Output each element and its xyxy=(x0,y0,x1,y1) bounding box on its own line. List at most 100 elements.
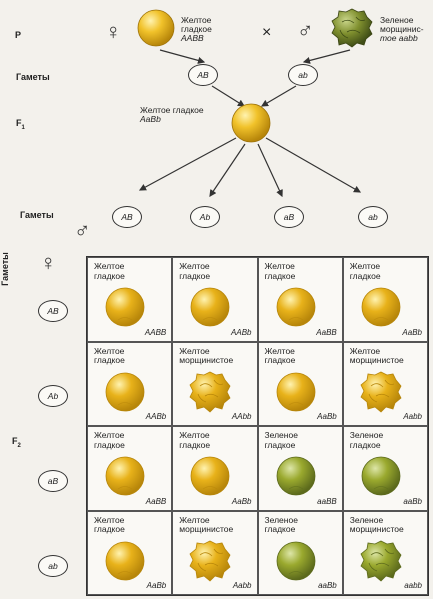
cell-phenotype: Зеленое морщинистое xyxy=(349,514,404,534)
yellow-wrinkled-seed-icon xyxy=(189,371,231,413)
cell-genotype: AaBB xyxy=(145,496,167,506)
cell-phenotype: Желтое морщинистое xyxy=(179,514,234,534)
parent-left-phenotype: Желтое гладкое AABB xyxy=(181,16,212,43)
punnett-cell: Зеленое гладкое aaBb xyxy=(342,426,428,511)
cross-arrows xyxy=(138,49,362,198)
cell-phenotype: Желтое гладкое xyxy=(264,261,296,281)
cross-symbol: × xyxy=(262,24,272,41)
cell-genotype: aaBB xyxy=(317,496,337,506)
f1-yellow-smooth-seed-icon xyxy=(231,103,271,143)
cell-phenotype: Желтое морщинистое xyxy=(349,345,404,365)
cell-genotype: aaBb xyxy=(403,496,422,506)
cell-genotype: AABb xyxy=(231,327,252,337)
yellow-smooth-seed-icon xyxy=(137,9,175,47)
parent-gamete-ab: ab xyxy=(288,64,318,86)
cell-genotype: AAbb xyxy=(231,412,252,421)
label-gametes-parents: Гаметы xyxy=(16,72,50,82)
yellow-smooth-seed-icon xyxy=(276,287,315,327)
row-gamete-Ab: Ab xyxy=(38,385,68,407)
f1-phenotype: Желтое гладкое AaBb xyxy=(140,106,204,124)
parent-right-phenotype: Зеленое морщинис- тое aabb xyxy=(380,16,424,43)
parent-left-genotype: AABB xyxy=(181,33,204,43)
cell-genotype: AaBb xyxy=(317,412,337,421)
cell-genotype: AaBb xyxy=(146,581,167,590)
cell-phenotype: Желтое гладкое xyxy=(94,514,125,534)
f1-phenotype-text: Желтое гладкое xyxy=(140,105,204,115)
cell-phenotype: Желтое гладкое xyxy=(349,261,381,281)
green-wrinkled-seed-icon xyxy=(360,540,402,582)
row-gamete-ab: ab xyxy=(38,555,68,577)
yellow-smooth-seed-icon xyxy=(190,456,230,496)
parent-right-line3: тое aabb xyxy=(380,33,418,43)
punnett-cell: Зеленое гладкое aaBb xyxy=(257,510,343,595)
cell-genotype: AABB xyxy=(144,327,167,337)
punnett-cell: Зеленое гладкое aaBB xyxy=(257,426,343,511)
cell-phenotype: Желтое гладкое xyxy=(94,345,125,365)
cell-phenotype: Желтое гладкое xyxy=(179,430,211,450)
label-f1: F1 xyxy=(16,118,25,131)
yellow-wrinkled-seed-icon xyxy=(189,540,231,582)
yellow-smooth-seed-icon xyxy=(276,372,315,411)
green-smooth-seed-icon xyxy=(276,456,315,496)
parent-gamete-AB: AB xyxy=(188,64,218,86)
f1-gamete-Ab: Ab xyxy=(190,206,220,228)
yellow-smooth-seed-icon xyxy=(361,287,401,327)
male-symbol-icon: ♂ xyxy=(297,18,314,43)
yellow-smooth-seed-icon xyxy=(105,287,145,327)
cell-phenotype: Зеленое гладкое xyxy=(264,514,298,534)
cell-genotype: Aabb xyxy=(232,581,252,590)
punnett-cell: Зеленое морщинистое aabb xyxy=(342,510,428,595)
cell-genotype: AABb xyxy=(145,412,167,421)
yellow-smooth-seed-icon xyxy=(105,372,145,411)
cell-phenotype: Желтое гладкое xyxy=(264,345,296,365)
label-gametes-side: Гаметы xyxy=(0,252,10,286)
green-smooth-seed-icon xyxy=(276,541,315,580)
row-gamete-aB: aB xyxy=(38,470,68,492)
cell-phenotype: Желтое морщинистое xyxy=(179,345,234,365)
yellow-smooth-seed-icon xyxy=(105,456,145,496)
f1-gamete-ab: ab xyxy=(358,206,388,228)
cell-genotype: Aabb xyxy=(403,412,422,421)
row-gamete-AB: AB xyxy=(38,300,68,322)
male-symbol-f1-icon: ♂ xyxy=(74,218,91,243)
yellow-wrinkled-seed-icon xyxy=(360,371,402,413)
cell-genotype: AaBb xyxy=(231,496,252,506)
female-symbol-f2-icon: ♀ xyxy=(40,250,57,275)
label-gametes-f1: Гаметы xyxy=(20,210,54,220)
cell-genotype: aaBb xyxy=(318,581,337,590)
yellow-smooth-seed-icon xyxy=(105,541,145,580)
cell-genotype: AaBB xyxy=(316,327,337,337)
parent-right-line2: морщинис- xyxy=(380,24,424,34)
yellow-smooth-seed-icon xyxy=(190,287,230,327)
female-symbol-icon: ♀ xyxy=(105,19,122,44)
f1-gamete-aB: aB xyxy=(274,206,304,228)
cell-genotype: aabb xyxy=(404,581,422,590)
green-smooth-seed-icon xyxy=(361,456,401,496)
cell-genotype: AaBb xyxy=(402,327,422,337)
label-f2: F2 xyxy=(12,436,21,449)
green-wrinkled-seed-icon xyxy=(331,8,373,48)
cell-phenotype: Зеленое гладкое xyxy=(349,430,384,450)
parent-right-line1: Зеленое xyxy=(380,15,414,25)
f1-genotype: AaBb xyxy=(140,114,161,124)
label-p: P xyxy=(15,30,22,40)
parent-left-line1: Желтое xyxy=(181,15,212,25)
cell-phenotype: Желтое гладкое xyxy=(94,430,125,450)
parent-left-line2: гладкое xyxy=(181,24,212,34)
cell-phenotype: Зеленое гладкое xyxy=(264,430,298,450)
cell-phenotype: Желтое гладкое xyxy=(94,261,125,281)
f1-gamete-AB: AB xyxy=(112,206,142,228)
